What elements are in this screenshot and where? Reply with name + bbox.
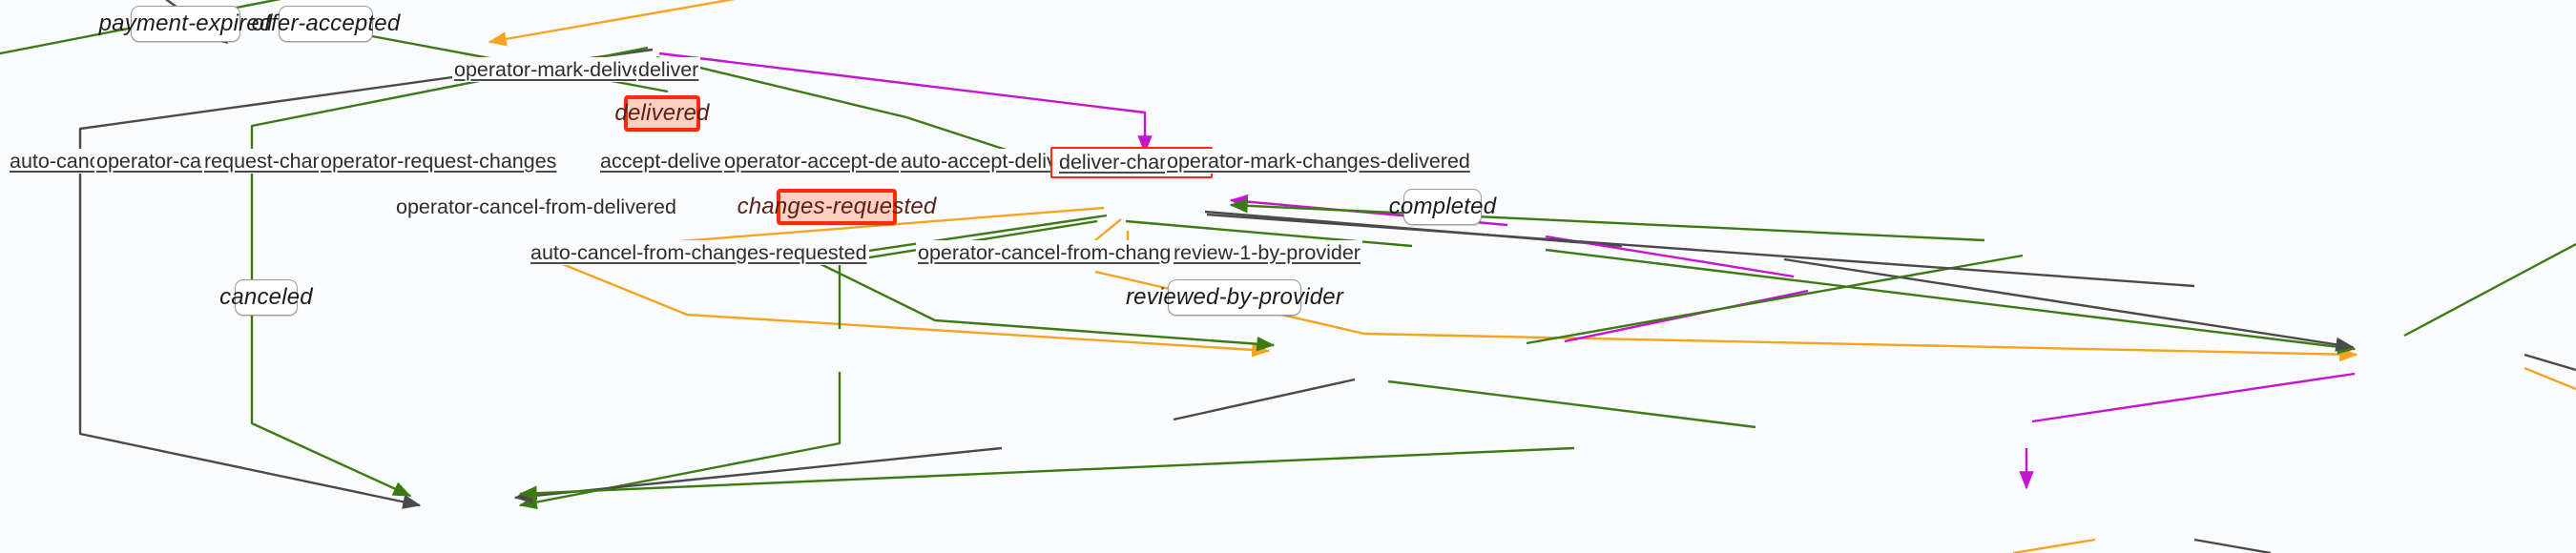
edge-label-operator-cancel-from-delivered: operator-cancel-from-delivered — [394, 195, 678, 219]
edge-label-review-1-by-provider[interactable]: review-1-by-provider — [1172, 240, 1362, 265]
edge-completed-in-green-upper — [2403, 242, 2576, 338]
edge-label-deliver[interactable]: deliver — [636, 57, 701, 82]
edge-delivered-to-changes-requested-request-changes — [532, 206, 1271, 358]
edge-completed-out-gray — [2524, 353, 2576, 372]
state-node-label: payment-expired — [98, 10, 273, 36]
edge-incoming-orange-to-offer-accepted — [488, 0, 736, 47]
state-node-delivered[interactable]: delivered — [614, 95, 709, 132]
edge-delivered-to-changes-requested-operator-request-changes — [809, 214, 1276, 352]
edge-reviewed-by-provider-out-gray — [2193, 538, 2272, 553]
state-node-label: offer-accepted — [251, 10, 401, 36]
edge-changes-requested-to-canceled-operator-cancel-from-changes-requested — [520, 379, 1756, 494]
state-node-reviewed-by-provider[interactable]: reviewed-by-provider — [1126, 279, 1343, 316]
state-node-label: delivered — [614, 100, 710, 126]
edge-passthrough-gray-delivered-right — [1206, 213, 2195, 288]
state-node-offer-accepted[interactable]: offer-accepted — [252, 6, 400, 42]
state-node-changes-requested[interactable]: changes-requested — [737, 189, 936, 225]
edge-completed-to-reviewed-by-provider-review-1-by-provider — [2026, 372, 2356, 488]
edge-offer-accepted-to-delivered-deliver — [658, 51, 1153, 154]
state-node-label: reviewed-by-provider — [1125, 284, 1344, 310]
state-node-completed[interactable]: completed — [1389, 189, 1496, 225]
edge-label-operator-request-changes[interactable]: operator-request-changes — [319, 149, 559, 174]
state-node-label: canceled — [219, 284, 313, 310]
edge-completed-out-orange — [2524, 366, 2576, 391]
edge-delivered-to-completed-operator-accept-deliverable — [1125, 219, 2355, 349]
state-node-label: changes-requested — [737, 194, 937, 219]
edge-offer-accepted-to-canceled-operator-cancel — [250, 46, 649, 498]
edge-label-auto-cancel-from-changes-requested[interactable]: auto-cancel-from-changes-requested — [529, 240, 869, 265]
edge-offer-accepted-to-canceled-auto-cancel — [78, 48, 654, 509]
state-node-payment-expired[interactable]: payment-expired — [99, 6, 272, 42]
edge-label-operator-mark-changes-delivered[interactable]: operator-mark-changes-delivered — [1165, 149, 1472, 174]
edge-reviewed-by-provider-out-orange — [2012, 538, 2096, 553]
state-node-canceled[interactable]: canceled — [219, 279, 313, 316]
edge-changes-requested-to-delivered-operator-mark-changes-delivered — [1231, 205, 2024, 345]
edge-changes-requested-to-canceled-auto-cancel-from-changes-requested — [515, 378, 1356, 498]
state-node-label: completed — [1388, 194, 1497, 219]
